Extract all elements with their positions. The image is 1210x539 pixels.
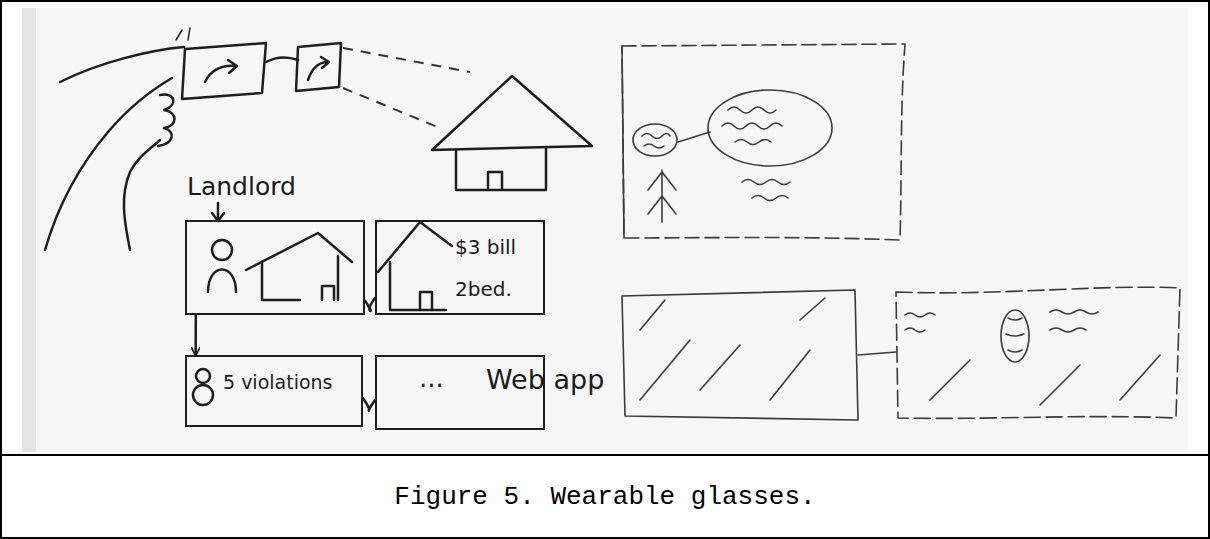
house-walls <box>262 256 338 300</box>
scribble-text <box>742 180 790 201</box>
box-text: ... <box>419 363 444 394</box>
glass-hatching <box>640 298 825 400</box>
house-door <box>322 286 334 300</box>
screen-edge <box>622 46 624 238</box>
screen-panel <box>622 290 858 420</box>
glasses-lens <box>182 43 266 99</box>
box-text: $3 bill 2bed. <box>455 226 541 310</box>
flow-arrow <box>194 315 197 355</box>
landlord-pointer <box>212 203 224 221</box>
person-icon <box>193 385 213 405</box>
sparkle-mark <box>176 28 190 40</box>
screen-panel <box>622 44 905 240</box>
scribble-text <box>1050 310 1098 332</box>
bubble-tail <box>678 132 710 142</box>
link-line <box>363 398 375 410</box>
house-roof <box>432 76 592 150</box>
house-walls <box>390 262 446 310</box>
person-body <box>208 270 236 293</box>
box-heading: Landlord <box>187 172 296 202</box>
caption-divider <box>0 454 1210 456</box>
lens-arrow <box>308 57 329 80</box>
glass-hatching <box>930 355 1160 405</box>
person-icon <box>196 369 210 383</box>
house-door <box>420 292 432 310</box>
scribble-text <box>642 134 670 149</box>
sight-line <box>343 48 470 72</box>
box-text: 5 violations <box>223 371 359 394</box>
speech-bubble <box>708 90 832 166</box>
sight-line <box>343 88 440 128</box>
sight-lines <box>343 48 470 128</box>
screen-panel <box>896 287 1180 418</box>
violations-card-art <box>193 369 213 405</box>
person-head <box>212 240 232 260</box>
house-door <box>488 172 502 190</box>
screen-sketches <box>622 44 1180 420</box>
scribble-figure <box>1006 318 1024 352</box>
house-walls <box>456 148 546 190</box>
scribble-figure <box>1001 310 1029 362</box>
hand-with-glasses <box>45 28 341 250</box>
stick-figure <box>648 170 676 222</box>
figure-caption: Figure 5. Wearable glasses. <box>0 482 1210 512</box>
link-line <box>365 298 375 311</box>
viewed-house <box>432 76 592 190</box>
pointer-arrow <box>212 203 224 221</box>
glasses-lens <box>296 43 341 91</box>
hand-outline <box>124 140 160 250</box>
glasses-temple <box>60 47 184 82</box>
lens-arrow <box>205 60 237 82</box>
scribble-text <box>905 313 935 332</box>
scribble-text <box>722 107 782 145</box>
landlord-card-art <box>208 233 352 300</box>
screen-note: Web app <box>486 364 604 395</box>
landlord-card: Landlord <box>185 220 365 315</box>
property-card-art <box>378 222 452 310</box>
violations-card: 5 violations <box>185 355 363 427</box>
finger-outline <box>158 95 175 146</box>
sketch-paper <box>22 8 1188 452</box>
glasses-bridge <box>266 57 298 62</box>
hand-outline <box>45 78 172 250</box>
property-card: $3 bill 2bed. <box>375 220 545 315</box>
panel-link <box>858 352 896 355</box>
paper-shadow <box>22 8 36 452</box>
scribble-bubble <box>633 124 677 156</box>
